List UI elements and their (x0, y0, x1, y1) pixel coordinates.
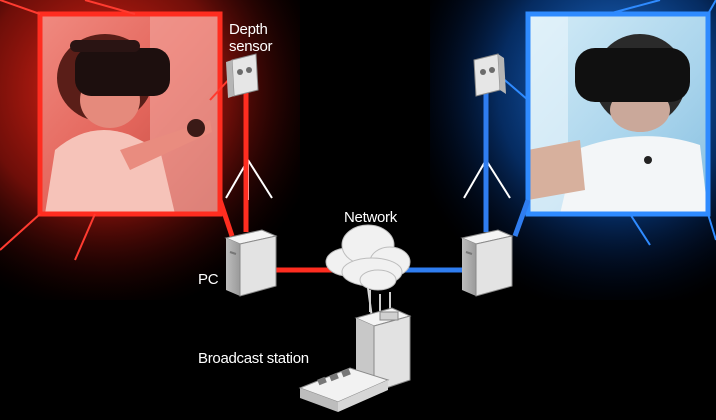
right-depth-sensor-icon (473, 53, 506, 97)
right-projection-lines (607, 0, 716, 246)
network-label: Network (344, 209, 397, 226)
depth-sensor-label: Depth sensor (229, 21, 273, 55)
left-projection-lines (0, 0, 136, 261)
right-pc-tower-icon (460, 229, 514, 297)
left-pc-tower-icon (224, 229, 278, 297)
right-connections (398, 92, 531, 273)
left-depth-sensor-icon (226, 53, 259, 98)
network-cloud-icon (325, 224, 411, 291)
pc-label: PC (198, 271, 219, 288)
left-connections (217, 92, 335, 273)
broadcast-station-icon (298, 290, 412, 412)
broadcast-station-label: Broadcast station (198, 350, 309, 367)
right-user-photo (525, 11, 711, 217)
depth-sensor-label-line2: sensor (229, 38, 273, 55)
depth-sensor-label-line1: Depth (229, 21, 268, 38)
left-user-photo (37, 11, 223, 217)
